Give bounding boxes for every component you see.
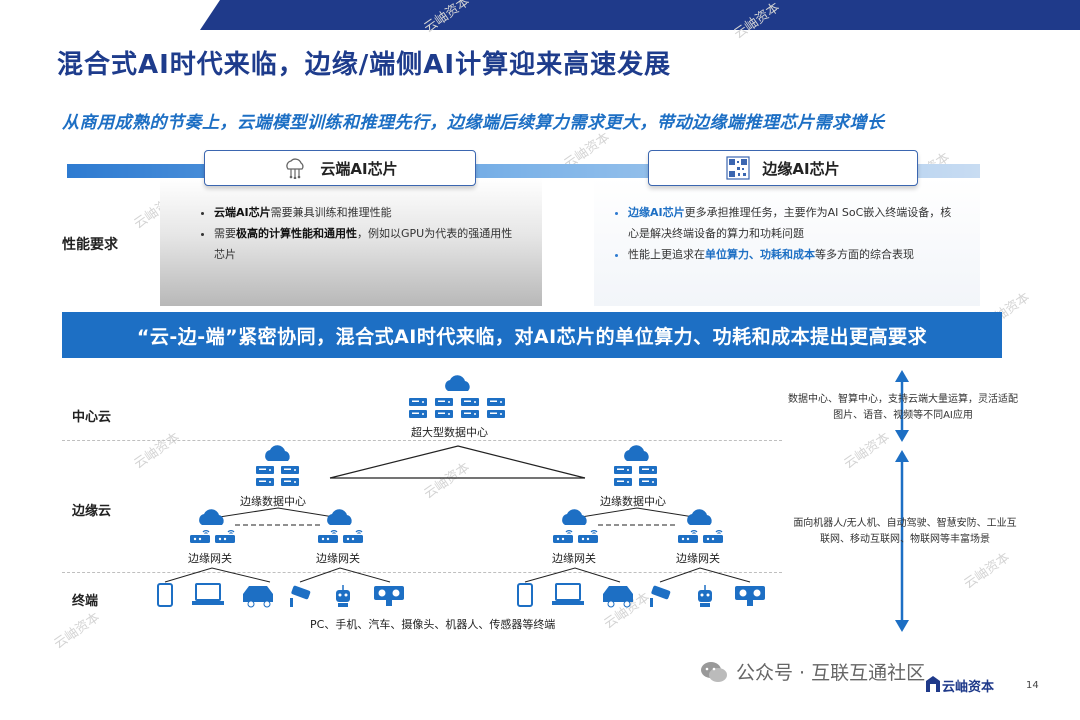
edge-chip-panel: [594, 178, 980, 306]
top-accent-bar: [200, 0, 1080, 30]
cloud-chip-header: 云端AI芯片: [204, 150, 476, 186]
edge-chip-bullets: 边缘AI芯片更多承担推理任务，主要作为AI SoC嵌入终端设备，核心是解决终端设…: [612, 202, 960, 265]
camera-icon: [290, 585, 311, 607]
connector-line: [212, 507, 341, 519]
center-cloud-note: 数据中心、智算中心，支持云端大量运算，灵活适配图片、语音、视频等不同AI应用: [788, 394, 1018, 421]
footer-source: 公众号 · 互联互通社区: [700, 658, 925, 685]
brand-name: 云岫资本: [942, 680, 995, 695]
cloud-chip-title: 云端AI芯片: [320, 159, 398, 178]
edge-datacenter-label: 边缘数据中心: [600, 495, 666, 508]
brand-logo-icon: [926, 676, 940, 692]
gateway-icon: [317, 509, 364, 544]
camera-icon: [650, 585, 671, 607]
qr-chip-icon: [726, 156, 750, 180]
car-icon: [243, 586, 273, 608]
tier-label-edge-cloud: 边缘云: [72, 504, 112, 519]
performance-label: 性能要求: [62, 237, 118, 253]
page-subtitle: 从商用成熟的节奏上，云端模型训练和推理先行，边缘端后续算力需求更大，带动边缘端推…: [62, 113, 885, 133]
list-item: 云端AI芯片需要兼具训练和推理性能: [214, 202, 518, 223]
page-number: 14: [1026, 680, 1039, 691]
list-item: 边缘AI芯片更多承担推理任务，主要作为AI SoC嵌入终端设备，核心是解决终端设…: [628, 202, 960, 244]
double-arrow-icon: [895, 370, 909, 442]
sensor-icon: [374, 586, 404, 606]
gateway-label: 边缘网关: [676, 552, 720, 565]
cloud-chip-bullets: 云端AI芯片需要兼具训练和推理性能 需要极高的计算性能和通用性，例如以GPU为代…: [198, 202, 518, 265]
robot-icon: [336, 585, 350, 607]
tier-label-terminal: 终端: [72, 594, 99, 609]
tier-divider: [62, 440, 782, 441]
edge-chip-title: 边缘AI芯片: [762, 159, 840, 178]
double-arrow-icon: [895, 450, 909, 632]
datacenter-label: 超大型数据中心: [411, 426, 488, 439]
phone-icon: [157, 583, 173, 607]
connector-line: [299, 567, 391, 583]
devices-caption: PC、手机、汽车、摄像头、机器人、传感器等终端: [310, 618, 556, 631]
edge-terminal-note: 面向机器人/无人机、自动驾驶、智慧安防、工业互联网、移动互联网、物联网等丰富场景: [793, 518, 1017, 545]
list-item: 性能上更追求在单位算力、功耗和成本等多方面的综合表现: [628, 244, 960, 265]
car-icon: [603, 586, 633, 608]
laptop-icon: [552, 583, 584, 605]
gateway-icon: [552, 509, 599, 544]
gateway-icon: [677, 509, 724, 544]
page-title: 混合式AI时代来临，边缘/端侧AI计算迎来高速发展: [57, 50, 672, 80]
data-center-icon: [409, 375, 505, 418]
list-item: 需要极高的计算性能和通用性，例如以GPU为代表的强通用性芯片: [214, 223, 518, 265]
cloud-chip-icon: [286, 158, 304, 179]
edge-data-center-icon: [256, 445, 299, 486]
gateway-label: 边缘网关: [552, 552, 596, 565]
connector-line: [164, 567, 271, 583]
connector-line: [574, 507, 701, 519]
wechat-icon: [701, 661, 727, 682]
sensor-icon: [735, 586, 765, 606]
connector-line: [524, 567, 621, 583]
connector-line: [659, 567, 751, 583]
gateway-label: 边缘网关: [188, 552, 232, 565]
robot-icon: [698, 585, 712, 607]
tier-label-center-cloud: 中心云: [72, 410, 112, 425]
cloud-chip-panel: [160, 178, 542, 306]
edge-datacenter-label: 边缘数据中心: [240, 495, 306, 508]
key-message-banner: “云-边-端”紧密协同，混合式AI时代来临，对AI芯片的单位算力、功耗和成本提出…: [62, 312, 1002, 358]
tier-divider: [62, 572, 782, 573]
laptop-icon: [192, 583, 224, 605]
edge-data-center-icon: [614, 445, 657, 486]
footer-text: 公众号 · 互联互通社区: [736, 662, 926, 684]
phone-icon: [517, 583, 533, 607]
connector-line: [329, 445, 586, 479]
gateway-label: 边缘网关: [316, 552, 360, 565]
gateway-icon: [189, 509, 236, 544]
edge-chip-header: 边缘AI芯片: [648, 150, 918, 186]
